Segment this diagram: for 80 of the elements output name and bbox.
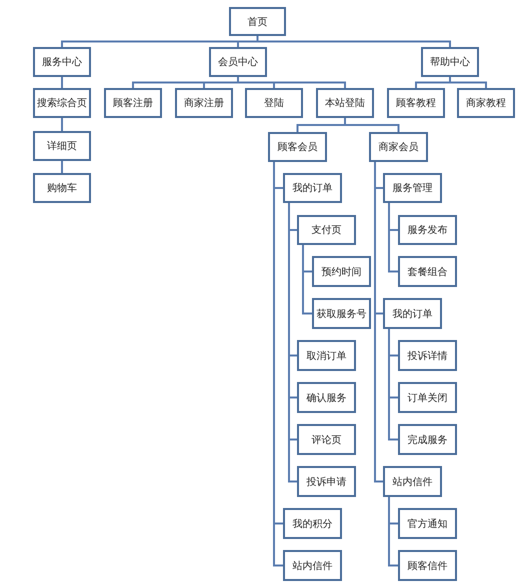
connector-line (388, 203, 398, 272)
connector-line (302, 245, 312, 314)
page-box (398, 382, 457, 413)
page-name: 我的订单 (292, 182, 332, 195)
page-box (383, 298, 442, 329)
page-name: 确认服务 (306, 392, 346, 404)
page-name: 顾客会员 (278, 140, 318, 154)
page-box (268, 132, 327, 162)
connector-line (61, 77, 63, 88)
page-name: 服务发布 (408, 224, 448, 237)
page-box (245, 88, 303, 118)
page-box (175, 88, 233, 118)
page-box (421, 47, 479, 77)
page-name: 商家会员 (378, 140, 418, 154)
page-box (283, 508, 342, 539)
page-name: 取消订单 (306, 350, 346, 362)
page-box (297, 340, 356, 371)
connector-line (344, 118, 400, 132)
page-box (398, 508, 457, 539)
page-box (297, 466, 356, 497)
page-name: 详细页 (47, 140, 77, 153)
page-name: 首页 (248, 16, 268, 28)
page-name: 官方通知 (408, 518, 448, 530)
page-box (369, 132, 428, 162)
page-name: 商家注册 (184, 96, 224, 110)
page-box (104, 88, 162, 118)
page-name: 站内信件 (392, 476, 432, 488)
connector-line (374, 162, 383, 482)
connector-line (388, 497, 398, 566)
page-box (383, 173, 442, 203)
page-box (33, 131, 91, 161)
page-box (33, 88, 91, 118)
page-box (209, 47, 267, 77)
page-name: 登陆 (264, 96, 284, 110)
page-name: 套餐组合 (408, 266, 448, 278)
page-box (398, 215, 457, 245)
connector-line (61, 118, 63, 131)
page-box (398, 550, 457, 581)
page-name: 支付页 (312, 224, 342, 237)
page-name: 顾客信件 (408, 560, 448, 572)
page-name: 投诉详情 (408, 350, 448, 362)
page-box (283, 550, 342, 581)
page-box (297, 424, 356, 455)
page-name: 服务中心 (42, 56, 82, 69)
page-box (316, 88, 374, 118)
page-name: 我的积分 (292, 518, 332, 530)
page-name: 评论页 (312, 434, 342, 446)
page-name: 商家教程 (466, 96, 506, 110)
page-name: 获取服务号 (316, 308, 366, 320)
page-box (398, 340, 457, 371)
page-box (398, 256, 457, 287)
page-name: 完成服务 (408, 434, 448, 446)
page-name: 搜索综合页 (37, 96, 87, 110)
page-box (33, 173, 91, 203)
page-name: 我的订单 (392, 308, 432, 320)
page-box (297, 215, 356, 245)
page-box (229, 7, 286, 36)
page-name: 站内信件 (292, 560, 332, 572)
page-name: 顾客注册 (113, 96, 153, 110)
page-name: 订单关闭 (408, 392, 448, 404)
page-name: 服务管理 (392, 182, 432, 195)
connector-line (61, 161, 63, 173)
page-box (312, 256, 371, 287)
connector-line (388, 329, 398, 440)
page-name: 会员中心 (218, 56, 258, 69)
page-box (457, 88, 515, 118)
page-name: 顾客教程 (396, 96, 436, 110)
page-box (33, 47, 91, 77)
page-name: 投诉申请 (306, 476, 346, 488)
page-box (387, 88, 445, 118)
page-box (312, 298, 371, 329)
page-name: 帮助中心 (430, 56, 470, 69)
page-name: 预约时间 (322, 266, 362, 278)
page-name: 本站登陆 (325, 96, 365, 110)
page-box (297, 382, 356, 413)
page-box (283, 173, 342, 203)
page-name: 购物车 (47, 182, 77, 195)
page-box (383, 466, 442, 497)
connector-line (288, 203, 297, 482)
page-box (398, 424, 457, 455)
